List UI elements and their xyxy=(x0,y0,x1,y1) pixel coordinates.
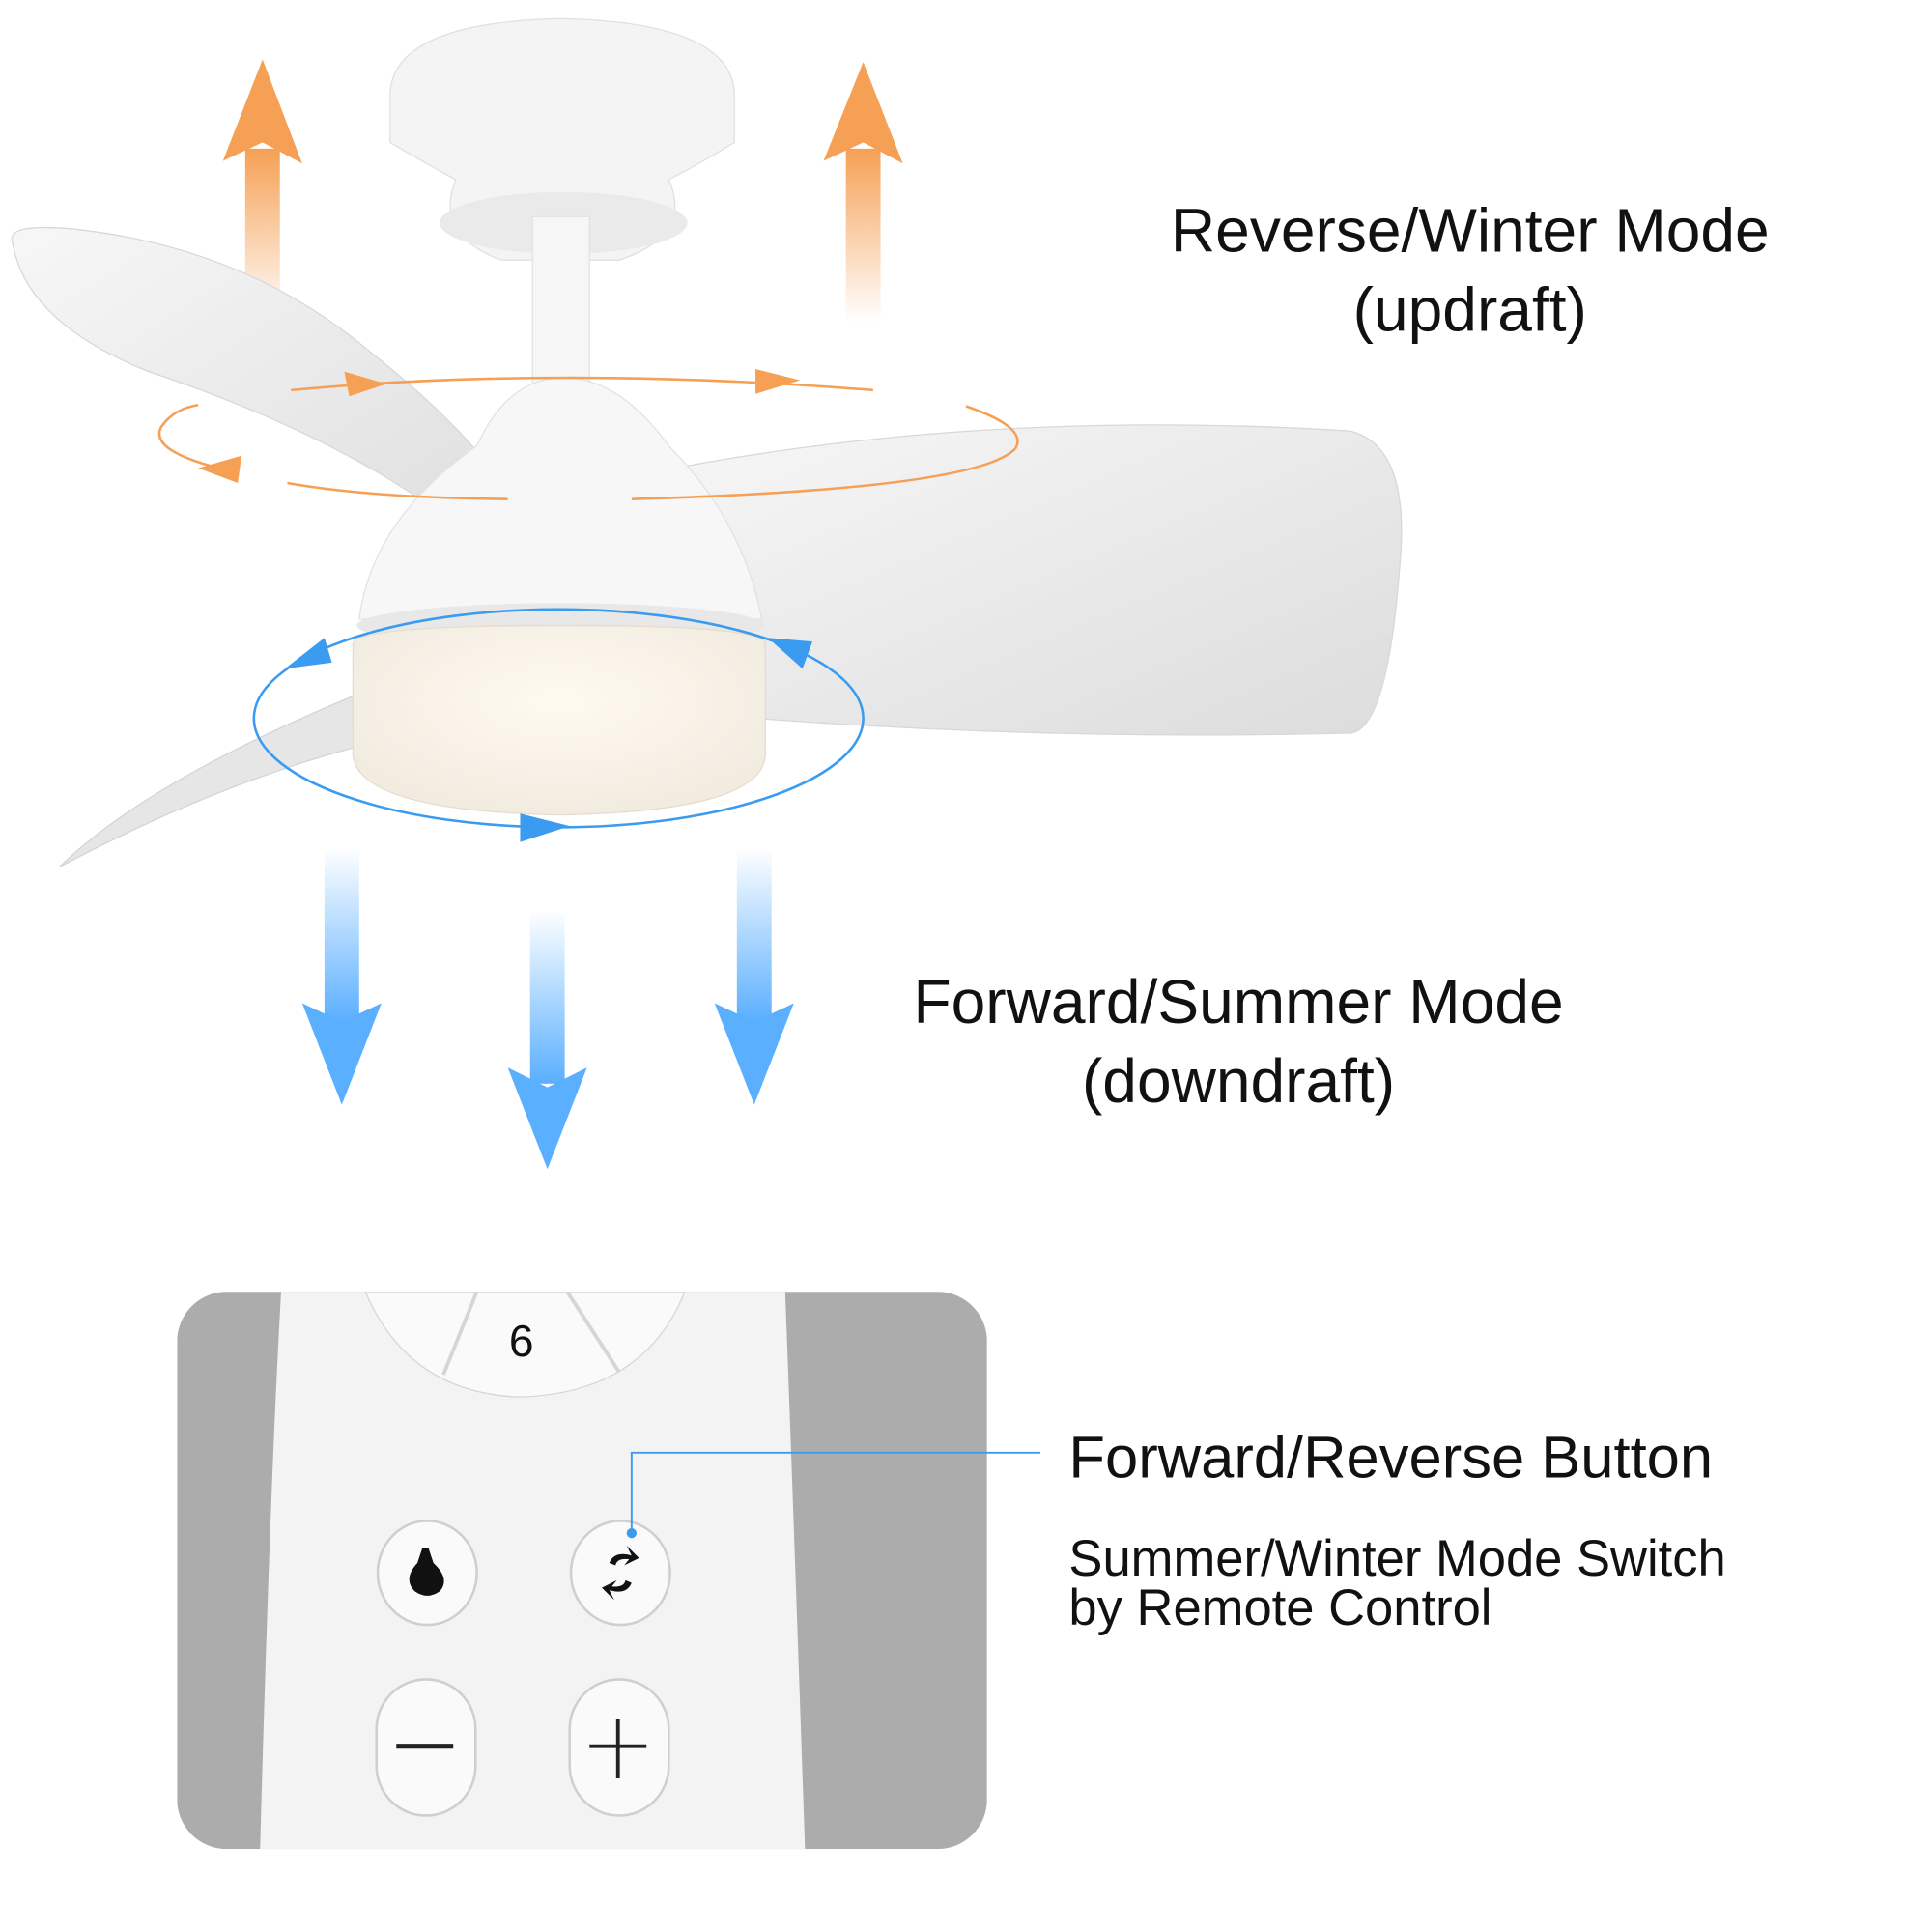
plus-icon xyxy=(589,1719,647,1779)
forward-reverse-button[interactable] xyxy=(569,1520,671,1627)
reverse-rotation-arrows-icon xyxy=(157,369,1019,500)
forward-mode-subtitle: (downdraft) xyxy=(1082,1046,1395,1116)
minus-button[interactable] xyxy=(375,1678,477,1817)
callout-title: Forward/Reverse Button xyxy=(1068,1424,1713,1491)
callout-description-line-1: Summer/Winter Mode Switch xyxy=(1068,1530,1725,1587)
callout-line xyxy=(626,1451,1040,1539)
light-bulb-icon xyxy=(409,1548,444,1596)
reverse-mode-title: Reverse/Winter Mode xyxy=(1171,195,1770,265)
forward-rotation-arrows-icon xyxy=(252,608,865,842)
callout-description-line-2: by Remote Control xyxy=(1068,1579,1492,1636)
downdraft-arrow-left-icon xyxy=(301,848,382,1105)
reverse-mode-subtitle: (updraft) xyxy=(1353,274,1587,344)
downdraft-arrow-right-icon xyxy=(714,848,794,1105)
forward-mode-title: Forward/Summer Mode xyxy=(913,967,1563,1037)
reverse-arrows-icon xyxy=(602,1546,639,1601)
remote-key-6[interactable]: 6 xyxy=(509,1316,534,1366)
ceiling-fan-image xyxy=(11,17,1403,868)
downdraft-arrow-center-icon xyxy=(507,910,587,1170)
remote-control-panel: 6 xyxy=(177,1292,987,1850)
light-button[interactable] xyxy=(376,1520,478,1627)
updraft-arrow-right-icon xyxy=(823,62,903,323)
plus-button[interactable] xyxy=(568,1678,670,1817)
